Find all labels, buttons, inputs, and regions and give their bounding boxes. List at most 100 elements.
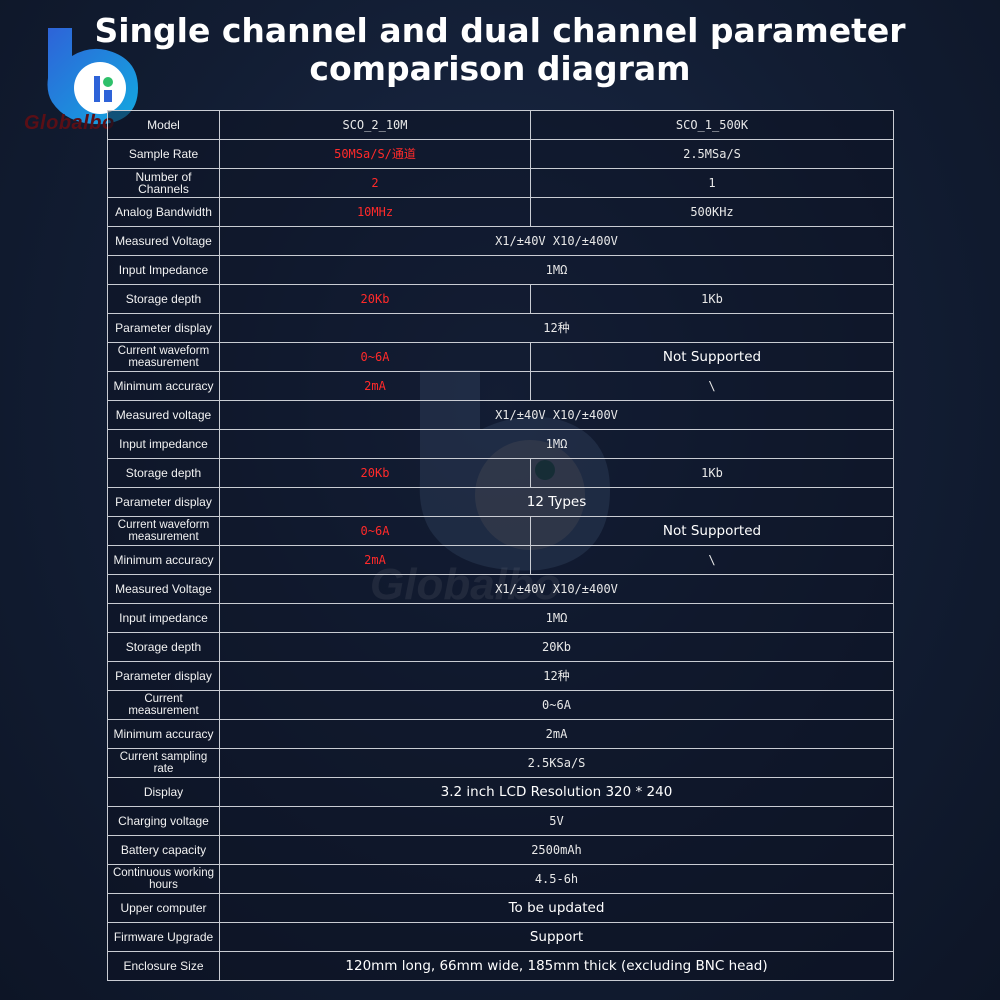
cell-single-channel: SCO_1_500K bbox=[530, 110, 894, 140]
table-row: Minimum accuracy 2mA \ bbox=[107, 545, 894, 575]
table-row: Sample Rate 50MSa/S/通道 2.5MSa/S bbox=[107, 139, 894, 169]
cell-shared: 1MΩ bbox=[219, 429, 894, 459]
row-label: Battery capacity bbox=[107, 835, 220, 865]
page-title-line2: comparison diagram bbox=[309, 49, 691, 88]
cell-dual-channel: 2mA bbox=[219, 371, 531, 401]
cell-shared: X1/±40V X10/±400V bbox=[219, 574, 894, 604]
cell-shared: 120mm long, 66mm wide, 185mm thick (excl… bbox=[219, 951, 894, 981]
table-row: Measured Voltage X1/±40V X10/±400V bbox=[107, 574, 894, 604]
brand-logo-icon bbox=[47, 28, 138, 125]
row-label: Charging voltage bbox=[107, 806, 220, 836]
table-row: Number of Channels 2 1 bbox=[107, 168, 894, 198]
page-title: Single channel and dual channel paramete… bbox=[0, 12, 1000, 88]
row-label: Upper computer bbox=[107, 893, 220, 923]
row-label: Parameter display bbox=[107, 313, 220, 343]
cell-single-channel: Not Supported bbox=[530, 342, 894, 372]
cell-single-channel: 2.5MSa/S bbox=[530, 139, 894, 169]
cell-single-channel: 1Kb bbox=[530, 284, 894, 314]
table-row: Current measurement 0~6A bbox=[107, 690, 894, 720]
row-label: Number of Channels bbox=[107, 168, 220, 198]
row-label: Current sampling rate bbox=[107, 748, 220, 778]
cell-shared: 0~6A bbox=[219, 690, 894, 720]
table-row: Minimum accuracy 2mA \ bbox=[107, 371, 894, 401]
table-row: Battery capacity 2500mAh bbox=[107, 835, 894, 865]
table-row: Model SCO_2_10M SCO_1_500K bbox=[107, 110, 894, 140]
cell-shared: 12种 bbox=[219, 661, 894, 691]
cell-shared: Support bbox=[219, 922, 894, 952]
table-row: Enclosure Size 120mm long, 66mm wide, 18… bbox=[107, 951, 894, 981]
cell-single-channel: \ bbox=[530, 545, 894, 575]
comparison-table: Model SCO_2_10M SCO_1_500K Sample Rate 5… bbox=[107, 110, 894, 981]
table-row: Charging voltage 5V bbox=[107, 806, 894, 836]
cell-dual-channel: 0~6A bbox=[219, 342, 531, 372]
brand-logo-text: Globalbo bbox=[24, 112, 115, 134]
row-label: Analog Bandwidth bbox=[107, 197, 220, 227]
row-label: Storage depth bbox=[107, 284, 220, 314]
cell-shared: 4.5-6h bbox=[219, 864, 894, 894]
cell-shared: 3.2 inch LCD Resolution 320 * 240 bbox=[219, 777, 894, 807]
table-row: Current waveform measurement 0~6A Not Su… bbox=[107, 516, 894, 546]
row-label: Current measurement bbox=[107, 690, 220, 720]
cell-shared: 2mA bbox=[219, 719, 894, 749]
cell-single-channel: 1 bbox=[530, 168, 894, 198]
table-row: Storage depth 20Kb 1Kb bbox=[107, 284, 894, 314]
table-row: Current sampling rate 2.5KSa/S bbox=[107, 748, 894, 778]
row-label: Model bbox=[107, 110, 220, 140]
cell-dual-channel: 0~6A bbox=[219, 516, 531, 546]
cell-single-channel: \ bbox=[530, 371, 894, 401]
row-label: Parameter display bbox=[107, 661, 220, 691]
row-label: Measured Voltage bbox=[107, 226, 220, 256]
cell-single-channel: 500KHz bbox=[530, 197, 894, 227]
cell-dual-channel: 2mA bbox=[219, 545, 531, 575]
table-row: Minimum accuracy 2mA bbox=[107, 719, 894, 749]
row-label: Enclosure Size bbox=[107, 951, 220, 981]
cell-shared: 2.5KSa/S bbox=[219, 748, 894, 778]
row-label: Input impedance bbox=[107, 429, 220, 459]
row-label: Input impedance bbox=[107, 603, 220, 633]
table-row: Current waveform measurement 0~6A Not Su… bbox=[107, 342, 894, 372]
table-row: Parameter display 12 Types bbox=[107, 487, 894, 517]
row-label: Continuous working hours bbox=[107, 864, 220, 894]
cell-shared: X1/±40V X10/±400V bbox=[219, 226, 894, 256]
table-row: Measured Voltage X1/±40V X10/±400V bbox=[107, 226, 894, 256]
row-label: Storage depth bbox=[107, 632, 220, 662]
table-row: Firmware Upgrade Support bbox=[107, 922, 894, 952]
row-label: Input Impedance bbox=[107, 255, 220, 285]
table-row: Input Impedance 1MΩ bbox=[107, 255, 894, 285]
cell-single-channel: Not Supported bbox=[530, 516, 894, 546]
table-row: Storage depth 20Kb 1Kb bbox=[107, 458, 894, 488]
table-row: Continuous working hours 4.5-6h bbox=[107, 864, 894, 894]
table-row: Input impedance 1MΩ bbox=[107, 429, 894, 459]
cell-dual-channel: 50MSa/S/通道 bbox=[219, 139, 531, 169]
table-row: Parameter display 12种 bbox=[107, 661, 894, 691]
row-label: Display bbox=[107, 777, 220, 807]
row-label: Storage depth bbox=[107, 458, 220, 488]
table-row: Analog Bandwidth 10MHz 500KHz bbox=[107, 197, 894, 227]
cell-dual-channel: 2 bbox=[219, 168, 531, 198]
table-row: Input impedance 1MΩ bbox=[107, 603, 894, 633]
table-row: Parameter display 12种 bbox=[107, 313, 894, 343]
row-label: Current waveform measurement bbox=[107, 342, 220, 372]
table-row: Measured voltage X1/±40V X10/±400V bbox=[107, 400, 894, 430]
row-label: Measured Voltage bbox=[107, 574, 220, 604]
cell-dual-channel: 10MHz bbox=[219, 197, 531, 227]
cell-shared: 12 Types bbox=[219, 487, 894, 517]
cell-shared: X1/±40V X10/±400V bbox=[219, 400, 894, 430]
cell-dual-channel: 20Kb bbox=[219, 284, 531, 314]
row-label: Minimum accuracy bbox=[107, 545, 220, 575]
row-label: Current waveform measurement bbox=[107, 516, 220, 546]
cell-dual-channel: 20Kb bbox=[219, 458, 531, 488]
row-label: Firmware Upgrade bbox=[107, 922, 220, 952]
cell-shared: 2500mAh bbox=[219, 835, 894, 865]
row-label: Parameter display bbox=[107, 487, 220, 517]
cell-single-channel: 1Kb bbox=[530, 458, 894, 488]
table-row: Storage depth 20Kb bbox=[107, 632, 894, 662]
row-label: Minimum accuracy bbox=[107, 719, 220, 749]
table-row: Display 3.2 inch LCD Resolution 320 * 24… bbox=[107, 777, 894, 807]
cell-shared: 12种 bbox=[219, 313, 894, 343]
cell-shared: To be updated bbox=[219, 893, 894, 923]
row-label: Measured voltage bbox=[107, 400, 220, 430]
cell-shared: 5V bbox=[219, 806, 894, 836]
cell-shared: 1MΩ bbox=[219, 603, 894, 633]
table-row: Upper computer To be updated bbox=[107, 893, 894, 923]
